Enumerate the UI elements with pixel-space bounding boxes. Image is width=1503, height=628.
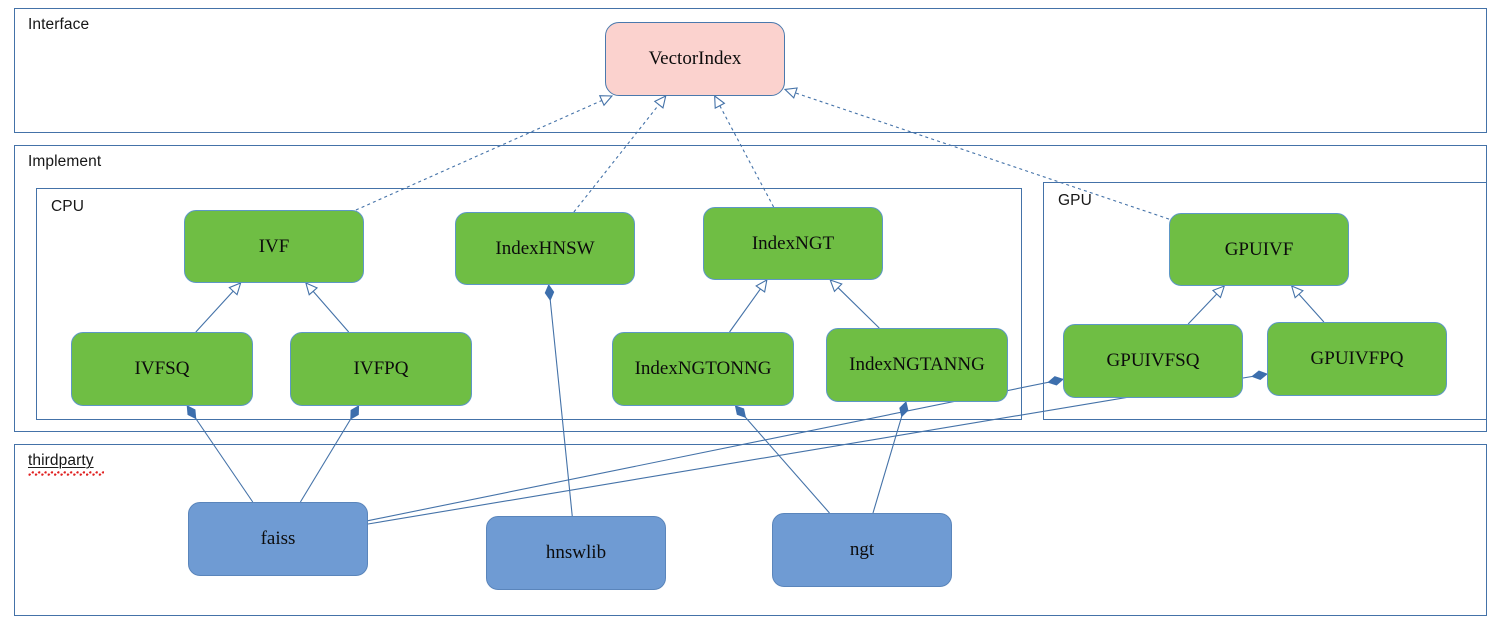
- class-node-ivfsq[interactable]: IVFSQ: [71, 332, 253, 406]
- group-label-interface: Interface: [28, 16, 90, 33]
- group-interface: Interface: [14, 8, 1487, 133]
- class-node-vectorindex[interactable]: VectorIndex: [605, 22, 785, 96]
- class-node-faiss[interactable]: faiss: [188, 502, 368, 576]
- group-thirdparty: thirdparty: [14, 444, 1487, 616]
- class-node-gpuivfsq[interactable]: GPUIVFSQ: [1063, 324, 1243, 398]
- class-node-ivfpq[interactable]: IVFPQ: [290, 332, 472, 406]
- class-node-indexngt[interactable]: IndexNGT: [703, 207, 883, 280]
- class-node-ngt[interactable]: ngt: [772, 513, 952, 587]
- class-node-gpuivf[interactable]: GPUIVF: [1169, 213, 1349, 286]
- group-label-gpu: GPU: [1058, 192, 1092, 209]
- group-label-cpu: CPU: [51, 198, 85, 215]
- class-node-gpuivfpq[interactable]: GPUIVFPQ: [1267, 322, 1447, 396]
- class-node-indexhnsw[interactable]: IndexHNSW: [455, 212, 635, 285]
- class-node-indexngtonng[interactable]: IndexNGTONNG: [612, 332, 794, 406]
- group-gpu: GPU: [1043, 182, 1487, 420]
- class-node-hnswlib[interactable]: hnswlib: [486, 516, 666, 590]
- class-node-ivf[interactable]: IVF: [184, 210, 364, 283]
- group-cpu: CPU: [36, 188, 1022, 420]
- class-node-indexngtanng[interactable]: IndexNGTANNG: [826, 328, 1008, 402]
- group-label-implement: Implement: [28, 153, 102, 170]
- spellcheck-squiggle-icon: [28, 471, 104, 476]
- group-label-thirdparty: thirdparty: [28, 452, 94, 469]
